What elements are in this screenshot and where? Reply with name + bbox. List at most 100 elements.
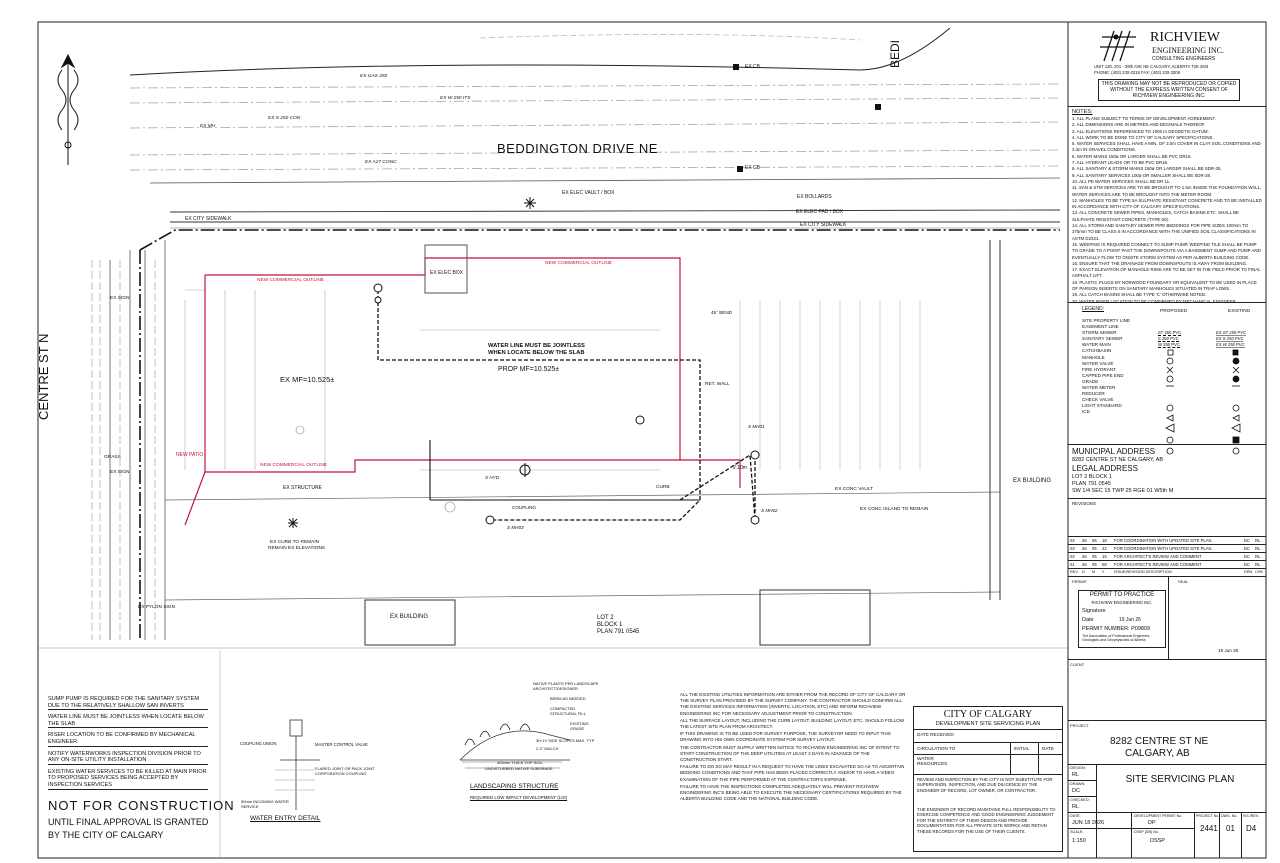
manhole-icon xyxy=(750,450,760,460)
native-plants-label: NATIVE PLANTS PER LANDSCAPE ARCHITECT/DE… xyxy=(533,681,599,691)
ex-city-sidewalk-label: EX CITY SIDEWALK xyxy=(185,216,232,222)
legend-symbols xyxy=(1165,349,1241,455)
lot-label-3: PLAN 791 0545 xyxy=(597,629,640,635)
rev-chk: RL xyxy=(1255,554,1261,559)
note-item: 16. ENSURE THAT THE DRAINAGE FROM DOWNSP… xyxy=(1072,260,1248,266)
ex-s250-label: EX S 250 CON xyxy=(268,116,301,121)
rev-by: DC xyxy=(1244,538,1251,543)
ex-cb-label-2: EX CB xyxy=(745,165,761,171)
general-note-3: IF THIS DRAWING IS TO BE USED FOR SURVEY… xyxy=(680,731,891,743)
prop-mf-label: PROP MF=10.525± xyxy=(498,366,560,373)
ex-gas-label: EX GAS 250 xyxy=(360,74,388,79)
legend-item: CATCHBASIN xyxy=(1082,348,1112,354)
note-item: 20. WATER RISER LOCATION TO BE CONFIRMED… xyxy=(1072,298,1236,304)
client-label: CLIENT xyxy=(1070,662,1085,667)
ex-w250-label: EX W 250 ITS xyxy=(440,96,471,101)
initial-label: INITIAL xyxy=(1014,746,1030,751)
jointless-note-1: WATER LINE MUST BE JOINTLESS xyxy=(488,343,585,349)
topsoil-label: 300mm THICK TOP SOIL xyxy=(497,760,543,765)
rev-hdr-m: M xyxy=(1092,570,1096,574)
sheet-title: SITE SERVICING PLAN xyxy=(1125,774,1235,785)
lid-req-label: REQUIRED LOW IMPACT DEVELOPMENT (LID) xyxy=(470,795,568,800)
revisions-title: REVISIONS xyxy=(1072,501,1096,506)
legal-line-3: SW 1/4 SEC 15 TWP 25 RGE 01 W5th M xyxy=(1072,488,1174,494)
general-notes: ALL THE EXISTING UTILITIES INFORMATION A… xyxy=(680,692,906,802)
rev-no: 01 xyxy=(1070,562,1075,567)
valve-icon xyxy=(374,296,382,304)
city-subtitle: DEVELOPMENT SITE SERVICING PLAN xyxy=(935,721,1041,727)
compacted-label: COMPACTED STRUCTURAL FILL xyxy=(550,706,586,716)
ex-sign-label-2: EX SIGN xyxy=(110,470,130,475)
ex-mh-label: EX MH xyxy=(200,124,216,129)
note-item: 18. PLASTIC PLUGS BY NORWOOD FOUNDARY OR… xyxy=(1072,279,1257,292)
incoming-label: 50mm INCOMING WATER SERVICE xyxy=(241,799,289,809)
legend-item: SANITARY SEWER xyxy=(1082,336,1123,342)
legend-item: CHECK VALVE xyxy=(1082,397,1114,403)
project-no-value: 2441 xyxy=(1200,824,1218,833)
note-item: 11. SAN & STM SERVICES ARE TO BE BROUGHT… xyxy=(1072,185,1262,197)
project-no-label: PROJECT No. xyxy=(1196,814,1220,818)
ret-wall-label: RET. WALL xyxy=(705,382,730,387)
legend-item: REDUCER xyxy=(1082,391,1105,397)
legend-item: GRADE xyxy=(1082,378,1099,384)
note-item: 15. WEEPING IS REQUIRED CONNECT TO SUMP … xyxy=(1072,241,1261,260)
note-item: 7. ALL HYDRANT LEADS OR TO BE PVC DR18. xyxy=(1072,160,1169,166)
revision-header-row: REV. D M Y ISSUE/REVISION DESCRIPTION DR… xyxy=(1068,568,1266,577)
rev-m: 05 xyxy=(1092,562,1097,567)
lot-label-2: BLOCK 1 xyxy=(597,622,623,628)
project-city: CALGARY, AB xyxy=(1125,748,1190,759)
subgrade-label: UNDISTURBED NATIVE SUBGRADE xyxy=(485,766,553,771)
apegga-text: The Association of Professional Engineer… xyxy=(1082,634,1151,643)
rev-y: 08 xyxy=(1102,562,1107,567)
ex-bollards-label: EX BOLLARDS xyxy=(797,194,832,200)
note-item: 4. ALL WORK TO BE DONE TO CITY OF CALGAR… xyxy=(1072,134,1214,140)
scale-label: SCALE: xyxy=(1070,830,1084,834)
engineer-text: THE ENGINEER OF RECORD MAINTAINS FULL RE… xyxy=(917,807,1056,834)
permit-date: 19 Jun 26 xyxy=(1119,617,1141,623)
rev-chk: RL xyxy=(1255,546,1261,551)
flared-joint-label: FLARED JOINT OR PACK JOINT CORPORATION C… xyxy=(315,766,375,776)
note-item: 3. ALL ELEVATIONS REFERENCED TO 1000 m G… xyxy=(1072,128,1209,134)
seal-date: 19 Jun 26 xyxy=(1218,648,1239,653)
rev-m: 05 xyxy=(1092,554,1097,559)
new-patio-label: NEW PATIO xyxy=(176,452,204,458)
legend-item: MANHOLE xyxy=(1082,354,1105,360)
date-col-label: DATE xyxy=(1042,746,1054,751)
rev-y: 15 xyxy=(1102,554,1107,559)
company-name: RICHVIEW xyxy=(1150,30,1220,45)
legend-storm-prop: ST 250 PVC xyxy=(1158,330,1182,336)
disclaimer: THIS DRAWING MAY NOT BE REPRODUCED OR CO… xyxy=(1098,79,1240,101)
rev-m: 05 xyxy=(1092,546,1097,551)
legend-item: WATER METER xyxy=(1082,385,1116,391)
permit-to-practice: PERMIT TO PRACTICE xyxy=(1089,592,1155,598)
keynote-5: EXISTING WATER SERVICES TO BE KILLED AT … xyxy=(48,768,208,790)
water-entry-detail-graphic xyxy=(275,719,320,810)
keynote-3: RISER LOCATION TO BE CONFIRMED BY MECHAN… xyxy=(48,732,208,747)
ex-sign-label: EX SIGN xyxy=(110,296,130,301)
legend-item: ICD xyxy=(1082,409,1090,415)
legend-san-prop: S 250 PVC xyxy=(1158,336,1179,342)
berm-label: BERM AS NEEDED xyxy=(550,696,586,701)
drawn-label: DRAWN: xyxy=(1070,782,1086,786)
revision-row: 01 26 05 08 FOR ARCHITECT'S REVIEW AND C… xyxy=(1068,560,1266,568)
rev-d: 26 xyxy=(1082,554,1087,559)
date-received-label: DATE RECEIVED xyxy=(917,732,954,737)
legend-storm-ex: EX ST 250 PVC xyxy=(1216,330,1247,336)
rev-desc: FOR ARCHITECT'S REVIEW AND COMMENT xyxy=(1114,554,1202,559)
approval-line-1: UNTIL FINAL APPROVAL IS GRANTED xyxy=(48,817,209,827)
note-item: 9. ALL SANITARY SERVICES 100ø OR SMALLER… xyxy=(1072,172,1212,178)
signature-label: Signature xyxy=(1082,608,1106,614)
project-label: PROJECT xyxy=(1070,723,1089,728)
notes-list: 1. ALL PLANS SUBJECT TO TERMS OF DEVELOP… xyxy=(1072,116,1262,305)
new-commercial-outline-label-3: NEW COMMERCIAL OUTLINE xyxy=(260,463,327,468)
permit-company: RICHVIEW ENGINEERING INC. xyxy=(1091,600,1153,605)
richview-logo-icon xyxy=(1100,30,1136,62)
company-phone: PHONE: (403) 230-3318 FAX: (403) 230-330… xyxy=(1094,70,1180,75)
ex-building-label-1: EX BUILDING xyxy=(1013,478,1052,484)
legend-item: WATER VALVE xyxy=(1082,360,1114,366)
rev-chk: RL xyxy=(1255,562,1261,567)
rev-label: ISS./REV. xyxy=(1243,814,1259,818)
checked-value: RL xyxy=(1072,804,1080,810)
